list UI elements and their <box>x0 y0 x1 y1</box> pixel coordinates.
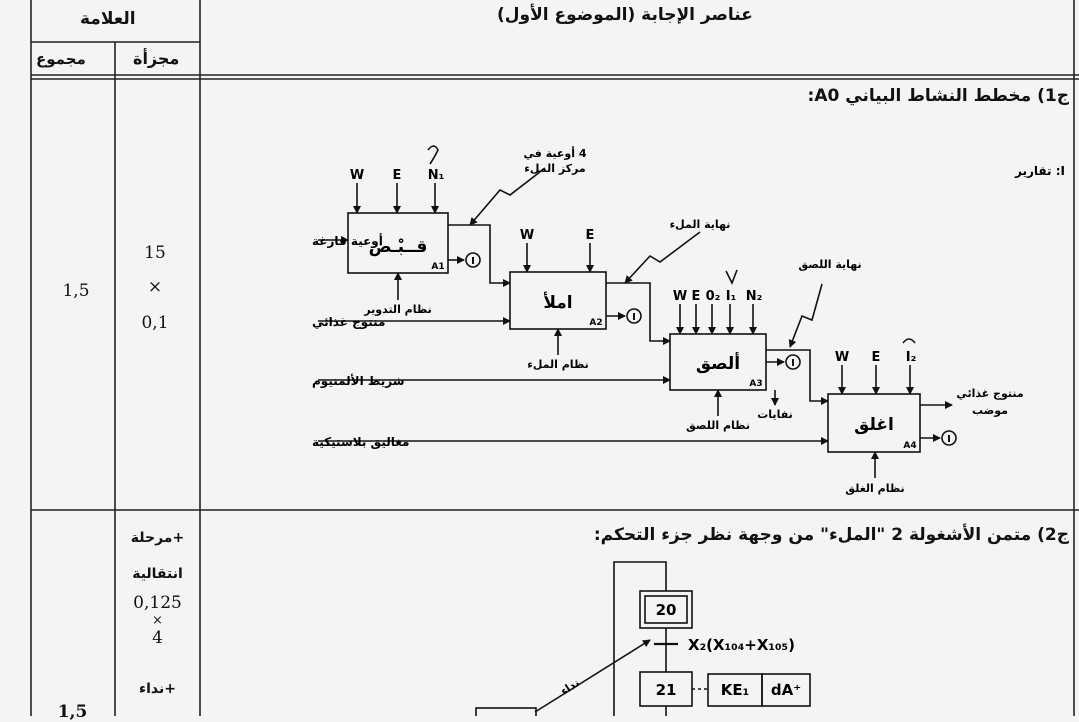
input-plastic-caps: مغاليق بلاستيكية <box>312 435 409 449</box>
a3-report-label: I <box>791 358 795 369</box>
box-a4-code: A4 <box>903 441 916 451</box>
row2-partial-line5: 4 <box>152 628 163 648</box>
a4-report-label: I <box>947 434 951 445</box>
a4-control-label: نظام الغلق <box>845 482 904 495</box>
row2-partial-line2: انتقالية <box>132 566 183 582</box>
row2-partial-line1: مرحلة+ <box>130 530 185 546</box>
a3-i1-label: I₁ <box>726 289 737 304</box>
row1-partial-line1: 15 <box>144 243 166 263</box>
a3-n2-label: N₂ <box>746 289 763 304</box>
message-3: نهاية اللصق <box>798 258 861 271</box>
partial-header: مجزأة <box>133 49 180 68</box>
row1-partial-line2: × <box>147 277 163 297</box>
a2-e-label: E <box>586 228 595 243</box>
box-a1-name: قــبْـض <box>369 237 428 257</box>
output-line2: موضب <box>972 404 1008 417</box>
a1-w-label: W <box>350 168 364 183</box>
input-food-product: منتوج غذائي <box>312 315 385 330</box>
a2-control-label: نظام الملء <box>527 358 589 371</box>
input-aluminum-strip: شريط الألمنيوم <box>312 373 405 389</box>
a4-w-label: W <box>835 350 849 365</box>
output-line1: منتوج غذائي <box>956 387 1023 401</box>
a3-w-label: W <box>673 289 687 304</box>
diagram-legend: I: تقارير <box>1014 164 1065 178</box>
a4-e-label: E <box>872 350 881 365</box>
a2-report-label: I <box>632 312 636 323</box>
row1-partial-line3: 0,1 <box>141 313 169 333</box>
row1-title: ج1) مخطط النشاط البياني A0: <box>807 86 1069 106</box>
row1-total-mark: 1,5 <box>62 281 90 301</box>
grade-header: العلامة <box>80 9 136 29</box>
box-a4-name: اغلق <box>854 415 894 435</box>
step-21-label: 21 <box>656 681 677 699</box>
a4-i2-label: I₂ <box>906 350 917 365</box>
input-empty-boxes: أوعية فارغة <box>312 233 383 249</box>
a1-n1-label: N₁ <box>428 168 445 183</box>
a1-control-label: نظام التدوير <box>363 303 431 316</box>
message-1-line2: مركز الملء <box>524 162 585 175</box>
box-a2-name: املأ <box>543 292 572 313</box>
row2-partial-line3: 0,125 <box>133 593 182 613</box>
row2-title: ج2) متمن الأشغولة 2 "الملء" من وجهة نظر … <box>593 525 1069 545</box>
a2-w-label: W <box>520 228 534 243</box>
box-a2-code: A2 <box>589 318 602 328</box>
box-a3-code: A3 <box>749 379 762 389</box>
a3-e-label: E <box>692 289 701 304</box>
answer-elements-header: عناصر الإجابة (الموضوع الأول) <box>497 5 753 25</box>
a3-control-label: نظام اللصق <box>686 419 750 432</box>
action-da-box <box>761 673 811 707</box>
box-a1-code: A1 <box>431 262 444 272</box>
a3-o2-label: 0₂ <box>706 289 721 304</box>
message-2: نهاية الملء <box>670 218 731 231</box>
total-header: مجموع <box>36 50 86 68</box>
message-1-line1: 4 أوعية في <box>524 146 587 160</box>
step-20-inner <box>644 595 688 624</box>
action-da: dA⁺ <box>771 681 801 699</box>
row2-partial-line4: × <box>152 613 163 628</box>
a1-e-label: E <box>393 168 402 183</box>
a1-report-label: I <box>471 256 475 267</box>
box-a3-name: ألصق <box>696 352 740 374</box>
action-ke1: KE₁ <box>721 681 749 699</box>
step-20-label: 20 <box>656 601 677 619</box>
row2-partial-line6: نداء+ <box>138 681 177 697</box>
a3-waste-label: نفايات <box>757 408 793 421</box>
transition-condition: X₂(X₁₀₄+X₁₀₅) <box>688 636 795 654</box>
